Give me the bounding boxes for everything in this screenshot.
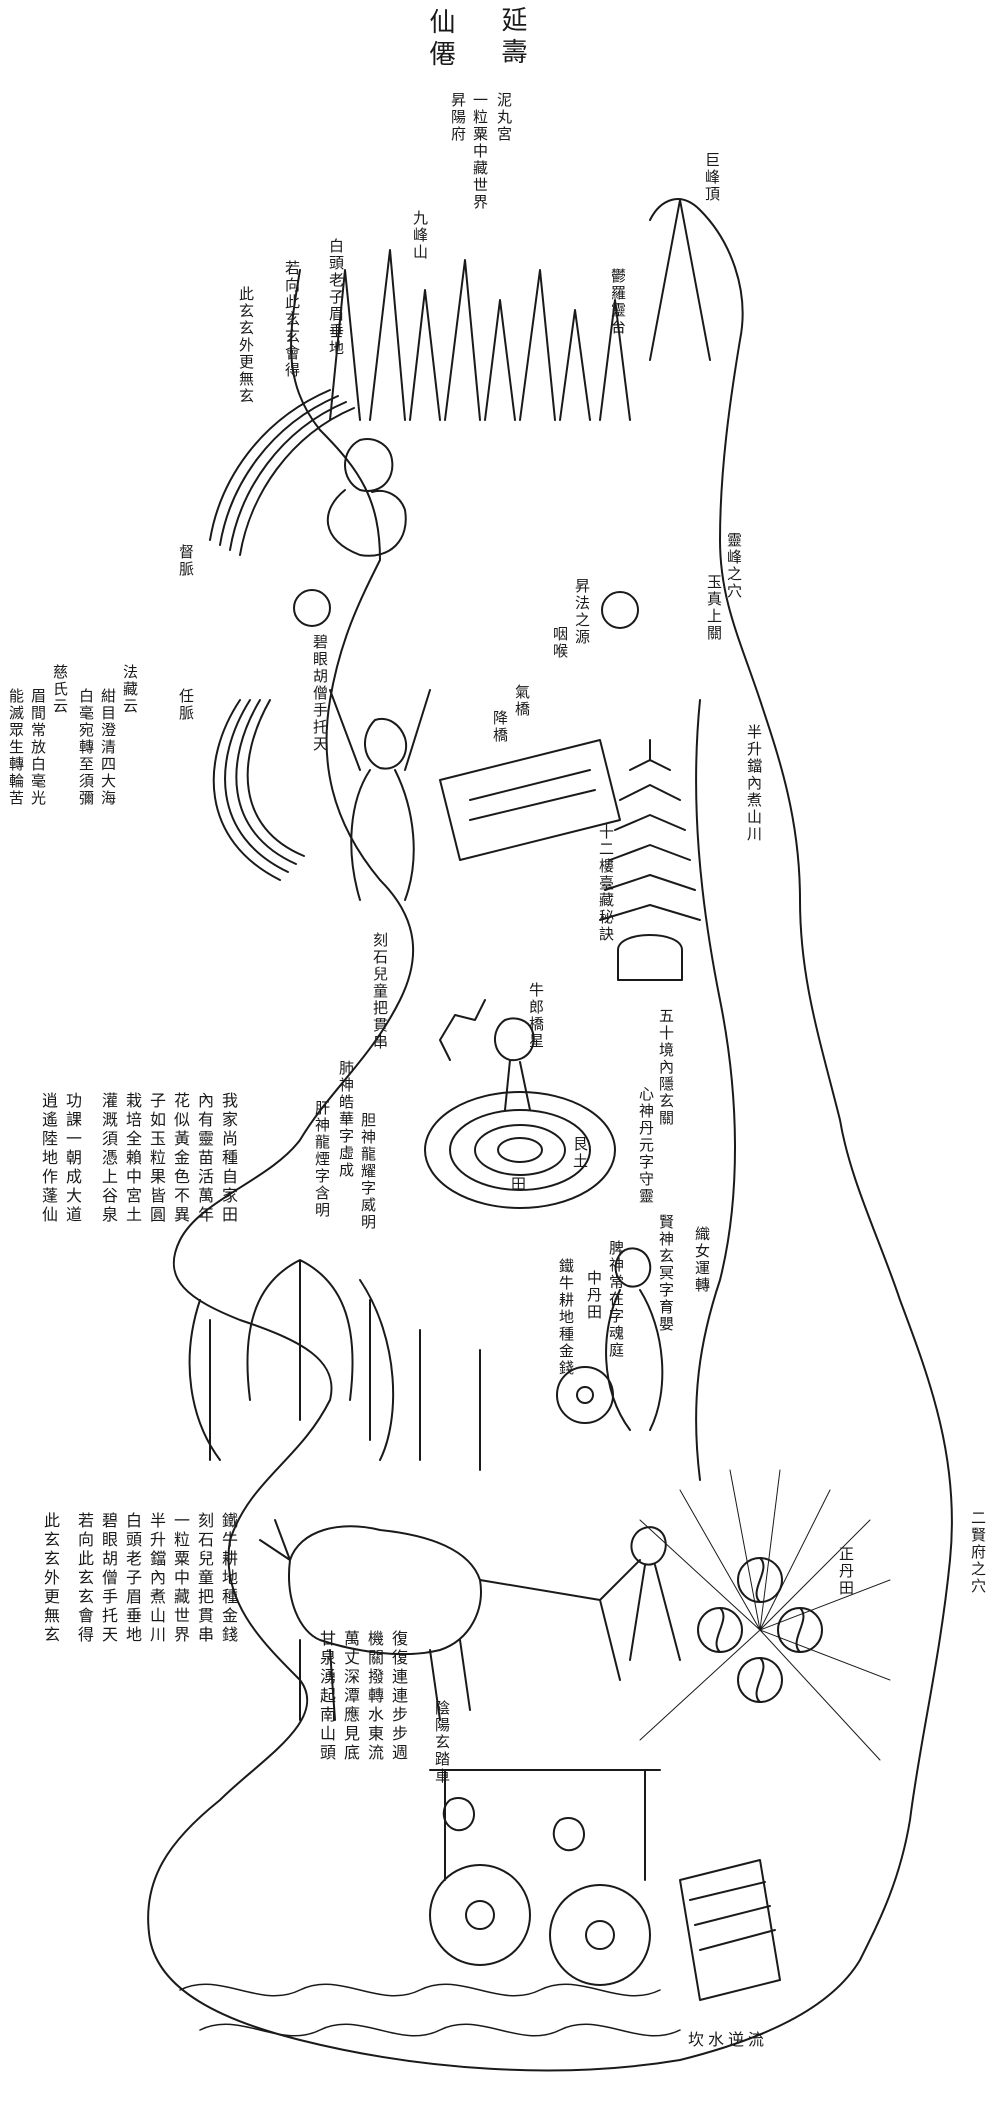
poem-bottom-7: 若向此玄玄會得 bbox=[75, 1512, 94, 1645]
poem-water-3: 萬丈深潭應見底 bbox=[341, 1630, 360, 1763]
poem-top-7: 功課一朝成大道 bbox=[63, 1092, 82, 1225]
label-fazang-line-1: 紺目澄清四大海 bbox=[99, 688, 117, 807]
label-spleen-spirit: 脾神常在字魂庭 bbox=[607, 1240, 625, 1359]
label-jiufeng-mountain: 九峰山 bbox=[411, 210, 429, 261]
label-lung-spirit: 肺神皓華字虛成 bbox=[337, 1060, 355, 1179]
yinyang-cluster bbox=[697, 1557, 823, 1703]
poem-top-5: 栽培全賴中宮土 bbox=[123, 1092, 142, 1225]
label-weaving-girl: 織女運轉 bbox=[693, 1226, 711, 1294]
water-wheel-left bbox=[429, 1864, 531, 1966]
label-baitou-laozi: 白頭老子眉垂地 bbox=[327, 238, 345, 357]
label-iron-ox: 鐵牛耕地種金錢 bbox=[557, 1258, 575, 1377]
poem-top-4: 子如玉粒果皆圓 bbox=[147, 1092, 166, 1225]
label-jufeng-peak: 巨峰頂 bbox=[703, 152, 721, 203]
poem-bottom-6: 碧眼胡僧手托天 bbox=[99, 1512, 118, 1645]
label-dumai: 督脈 bbox=[177, 544, 195, 578]
label-half-sheng-pot: 半升鐺內煮山川 bbox=[745, 724, 763, 843]
label-heart-spirit: 心神丹元字守靈 bbox=[637, 1086, 655, 1205]
willow-trees bbox=[188, 1259, 481, 1471]
poem-top-8: 逍遙陸地作蓬仙 bbox=[39, 1092, 58, 1225]
label-descending-bridge: 降橋 bbox=[491, 710, 509, 744]
label-niwan-palace: 泥丸宮 bbox=[495, 92, 513, 143]
ox bbox=[259, 1519, 482, 1721]
label-kidney-palace: 二賢府之穴 bbox=[969, 1510, 987, 1595]
monk-figure bbox=[329, 689, 431, 901]
label-qi-bridge: 氣橋 bbox=[513, 684, 531, 718]
label-twelve-storey: 十二樓臺藏秘訣 bbox=[597, 824, 615, 943]
label-lingfeng-point: 靈峰之穴 bbox=[725, 532, 743, 600]
poem-top-2: 內有靈苗活萬年 bbox=[195, 1092, 214, 1225]
peaks bbox=[329, 199, 711, 421]
herd-boy bbox=[494, 1017, 535, 1111]
label-cowherd-star: 牛郎橋星 bbox=[527, 982, 545, 1050]
label-field-char: 田 bbox=[509, 1176, 527, 1193]
label-middle-dantian: 中丹田 bbox=[585, 1270, 603, 1321]
label-cixuan: 此玄玄外更無玄 bbox=[237, 286, 255, 405]
label-cishi-line-1: 眉間常放白毫光 bbox=[29, 688, 47, 807]
poem-bottom-3: 一粒粟中藏世界 bbox=[171, 1512, 190, 1645]
water-waves bbox=[179, 1983, 681, 2037]
water-wheel-right bbox=[549, 1884, 651, 1986]
poem-top-3: 花似黃金色不異 bbox=[171, 1092, 190, 1225]
label-yuzhen-pass: 玉真上關 bbox=[705, 574, 723, 642]
farmer bbox=[629, 1526, 681, 1661]
label-yuluo-terrace: 鬱羅靈台 bbox=[609, 268, 627, 336]
right-orb bbox=[601, 591, 639, 629]
poem-bottom-5: 白頭老子眉垂地 bbox=[123, 1512, 142, 1645]
label-cishi-line-2: 能滅眾生轉輪苦 bbox=[7, 688, 25, 807]
treadmill-children bbox=[429, 1769, 661, 1881]
elder-figure bbox=[326, 438, 407, 557]
poem-bottom-4: 半升鐺內煮山川 bbox=[147, 1512, 166, 1645]
poem-bottom-2: 刻石兒童把貫串 bbox=[195, 1512, 214, 1645]
label-gall-spirit: 胆神龍耀字威明 bbox=[359, 1112, 377, 1231]
label-throat: 咽喉 bbox=[551, 626, 569, 660]
poem-bottom-8: 此玄玄外更無玄 bbox=[41, 1512, 60, 1645]
pagoda bbox=[599, 739, 701, 981]
constellation bbox=[439, 999, 486, 1061]
label-cishi-says: 慈氏云 bbox=[51, 664, 69, 715]
label-true-dantian: 正丹田 bbox=[837, 1546, 855, 1597]
label-one-grain: 一粒粟中藏世界 bbox=[471, 92, 489, 211]
label-shengfa-source: 昇法之源 bbox=[573, 578, 591, 646]
title-column-2: 仙僊 bbox=[425, 8, 455, 72]
poem-top-6: 灌溉須憑上谷泉 bbox=[99, 1092, 118, 1225]
poem-water-2: 機關撥轉水東流 bbox=[365, 1630, 384, 1763]
label-fazang-line-2: 白毫宛轉至須彌 bbox=[77, 688, 95, 807]
label-stone-child: 刻石兒童把貫串 bbox=[371, 932, 389, 1051]
label-liver-spirit: 肝神龍煙字含明 bbox=[313, 1100, 331, 1219]
label-fifty-realms: 五十境內隱玄關 bbox=[657, 1008, 675, 1127]
label-gen-earth: 艮土 bbox=[571, 1136, 589, 1170]
weaving-girl bbox=[605, 1247, 664, 1431]
label-kidney-spirit: 賢神玄冥字育嬰 bbox=[657, 1214, 675, 1333]
label-green-eyed-monk: 碧眼胡僧手托天 bbox=[311, 634, 329, 753]
left-orb bbox=[293, 589, 331, 627]
poem-water-4: 甘泉湧起南山頭 bbox=[317, 1630, 336, 1763]
qi-bridge bbox=[439, 739, 621, 861]
title-column-1: 延壽 bbox=[497, 6, 527, 70]
label-shengyang-fu: 昇陽府 bbox=[449, 92, 467, 143]
plow bbox=[479, 1559, 641, 1681]
sun-rays bbox=[639, 1469, 891, 1761]
label-ruoxiang: 若向此玄玄會得 bbox=[283, 260, 301, 379]
label-kan-water-reverse: 坎水逆流 bbox=[688, 2030, 769, 2049]
label-fazang-says: 法藏云 bbox=[121, 664, 139, 715]
poem-bottom-1: 鐵牛耕地種金錢 bbox=[219, 1512, 238, 1645]
poem-top-1: 我家尚種自家田 bbox=[219, 1092, 238, 1225]
spiral-field bbox=[424, 1091, 616, 1209]
renmai-arch bbox=[212, 699, 305, 881]
label-yinyang-treadmill: 陰陽玄踏車 bbox=[433, 1700, 451, 1785]
dumai-arch bbox=[209, 389, 355, 556]
kan-water-structure bbox=[679, 1859, 781, 2001]
outer-silhouette bbox=[147, 198, 953, 2072]
poem-water-1: 復復連連步步週 bbox=[389, 1630, 408, 1763]
river-channel bbox=[695, 699, 736, 1481]
label-renmai: 任脈 bbox=[177, 688, 195, 722]
